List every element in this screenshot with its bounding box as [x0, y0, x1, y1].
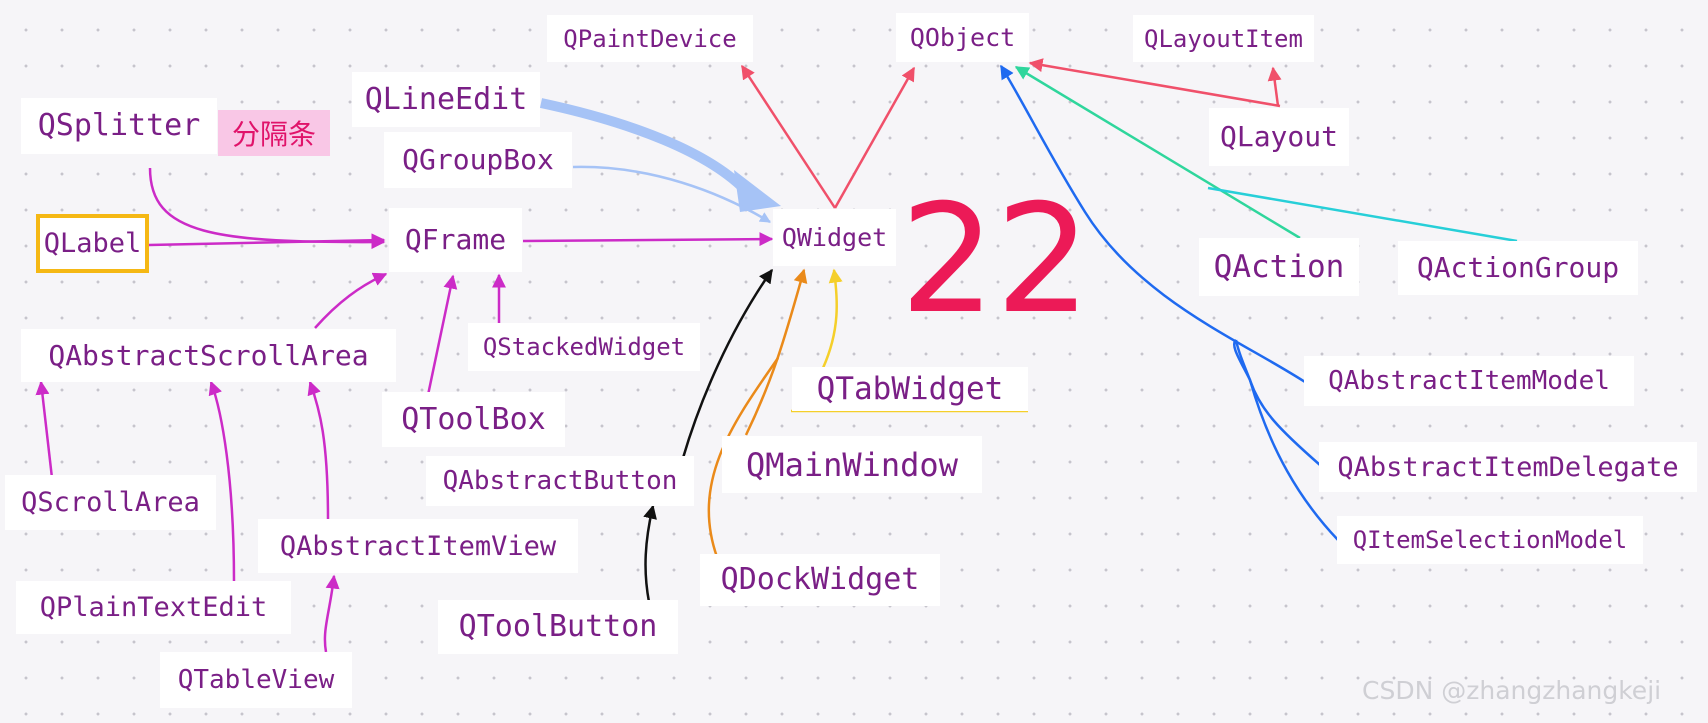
node-qtoolbutton: QToolButton — [438, 600, 678, 654]
edge-qtableview-qabstractitemview — [323, 574, 340, 653]
edge-qlineedit-qwidget — [539, 98, 752, 197]
edge-qwidget-qobject — [833, 66, 916, 209]
node-qframe: QFrame — [389, 208, 522, 272]
edge-qscrollarea-qabstractscrollarea — [35, 380, 54, 479]
edge-qplaintextedit-qabstractscrollarea — [208, 380, 236, 583]
big-number: 22 — [900, 173, 1091, 347]
edge-qsplitter-qframe — [148, 167, 386, 250]
node-qscrollarea: QScrollArea — [5, 475, 216, 530]
node-qabstractbutton: QAbstractButton — [426, 456, 694, 506]
edge-qabstractitemview-qabstractscrollarea — [307, 380, 330, 521]
node-qlayoutitem: QLayoutItem — [1133, 15, 1314, 62]
edge-qabstractscrollarea-qframe — [314, 272, 388, 329]
edge-qaction-qobject — [1014, 65, 1301, 240]
splitter-note: 分隔条 — [218, 110, 330, 156]
node-qobject: QObject — [896, 13, 1029, 62]
node-qactiongroup: QActionGroup — [1398, 241, 1638, 295]
edge-qframe-qwidget — [522, 232, 774, 247]
node-qtabwidget: QTabWidget — [792, 367, 1028, 411]
node-qwidget: QWidget — [773, 209, 896, 266]
node-qtableview: QTableView — [160, 652, 352, 708]
node-qabstractitemview: QAbstractItemView — [258, 519, 578, 573]
edge-qlayout-qobject — [1028, 58, 1281, 108]
node-qgroupbox: QGroupBox — [384, 132, 572, 188]
node-qmainwindow: QMainWindow — [722, 436, 982, 493]
node-qabstractitemdelegate: QAbstractItemDelegate — [1319, 442, 1697, 492]
edge-qwidget-qpaintdevice — [740, 64, 837, 209]
node-qdockwidget: QDockWidget — [700, 554, 940, 606]
edge-qtabwidget-qwidget — [821, 268, 843, 369]
edge-qabstractitemmodel-qobject — [999, 64, 1306, 384]
node-qtoolbox: QToolBox — [382, 392, 565, 447]
node-qstackedwidget: QStackedWidget — [468, 323, 700, 371]
node-qabstractscrollarea: QAbstractScrollArea — [21, 329, 396, 382]
node-qlayout: QLayout — [1209, 108, 1349, 166]
watermark: CSDN @zhangzhangkeji — [1362, 676, 1662, 705]
edge-qitemselectionmodel-qobject — [1234, 339, 1339, 541]
edge-qdockwidget-qwidget — [707, 357, 780, 558]
node-qabstractitemmodel: QAbstractItemModel — [1304, 356, 1634, 406]
node-qaction: QAction — [1199, 238, 1359, 296]
node-qlabel[interactable]: QLabel — [36, 214, 149, 273]
edge-qlayout-qlayoutitem — [1267, 66, 1282, 107]
edge-qactiongroup-qobject — [1207, 186, 1518, 243]
edge-qlabel-qframe — [148, 233, 386, 248]
edge-qabstractbutton-qwidget — [681, 268, 774, 459]
node-qsplitter: QSplitter — [21, 98, 217, 154]
edge-qtoolbutton-qabstractbutton — [643, 504, 657, 603]
node-qplaintextedit: QPlainTextEdit — [16, 581, 291, 634]
edge-qtoolbox-qframe — [426, 274, 458, 396]
edge-qmainwindow-qwidget — [744, 268, 808, 436]
node-qpaintdevice: QPaintDevice — [547, 15, 753, 62]
node-qlineedit: QLineEdit — [352, 72, 540, 127]
edge-qlineedit-qwidget-arrowhead — [734, 170, 781, 212]
node-qitemselectionmodel: QItemSelectionModel — [1337, 516, 1643, 564]
edge-qgroupbox-qwidget — [572, 165, 771, 224]
